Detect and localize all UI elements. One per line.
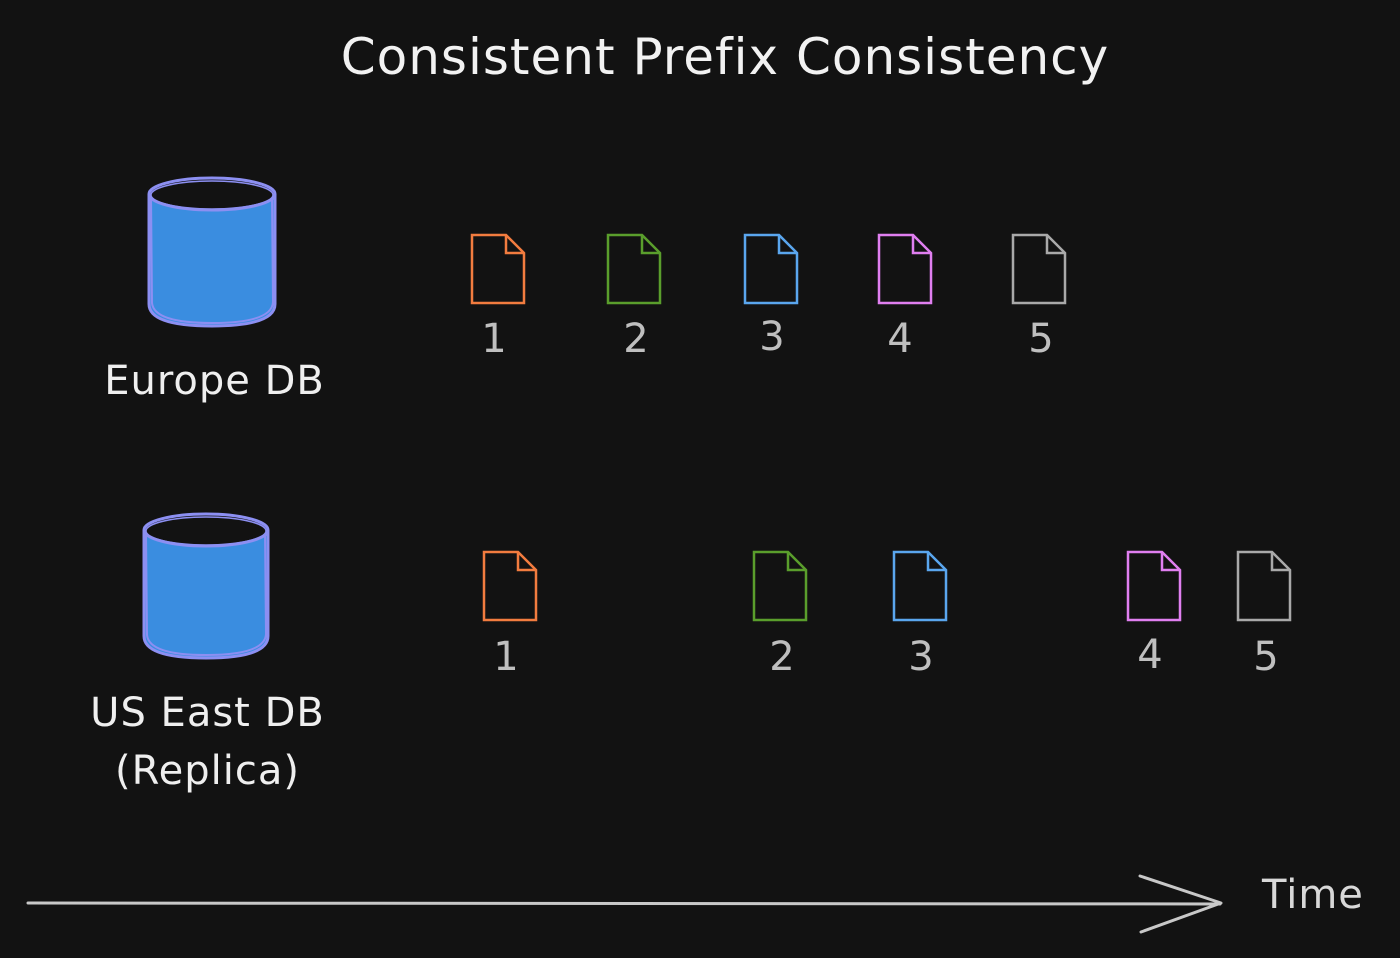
diagram-title: Consistent Prefix Consistency bbox=[340, 28, 1110, 86]
replica-document-label-5: 5 bbox=[1253, 634, 1279, 680]
replica-document-icon-5 bbox=[1236, 550, 1292, 622]
europe-document-icon-4 bbox=[877, 233, 933, 305]
europe-document-icon-3 bbox=[743, 233, 799, 305]
replica-db-label-line2: (Replica) bbox=[115, 748, 300, 794]
europe-document-label-2: 2 bbox=[623, 316, 649, 362]
replica-document-icon-3 bbox=[892, 550, 948, 622]
europe-database-icon bbox=[147, 176, 277, 328]
europe-document-label-4: 4 bbox=[887, 316, 913, 362]
replica-document-label-1: 1 bbox=[493, 634, 519, 680]
replica-document-icon-2 bbox=[752, 550, 808, 622]
europe-document-label-1: 1 bbox=[481, 316, 507, 362]
europe-db-label: Europe DB bbox=[104, 358, 325, 404]
replica-document-label-3: 3 bbox=[908, 634, 934, 680]
europe-document-icon-1 bbox=[470, 233, 526, 305]
time-axis-label: Time bbox=[1262, 872, 1364, 918]
europe-document-label-5: 5 bbox=[1028, 316, 1054, 362]
replica-db-label-line1: US East DB bbox=[90, 690, 325, 736]
europe-document-icon-2 bbox=[606, 233, 662, 305]
europe-document-label-3: 3 bbox=[759, 314, 785, 360]
replica-document-icon-1 bbox=[482, 550, 538, 622]
replica-document-label-4: 4 bbox=[1137, 632, 1163, 678]
europe-document-icon-5 bbox=[1011, 233, 1067, 305]
replica-document-label-2: 2 bbox=[769, 634, 795, 680]
replica-database-icon bbox=[142, 512, 270, 660]
replica-document-icon-4 bbox=[1126, 550, 1182, 622]
